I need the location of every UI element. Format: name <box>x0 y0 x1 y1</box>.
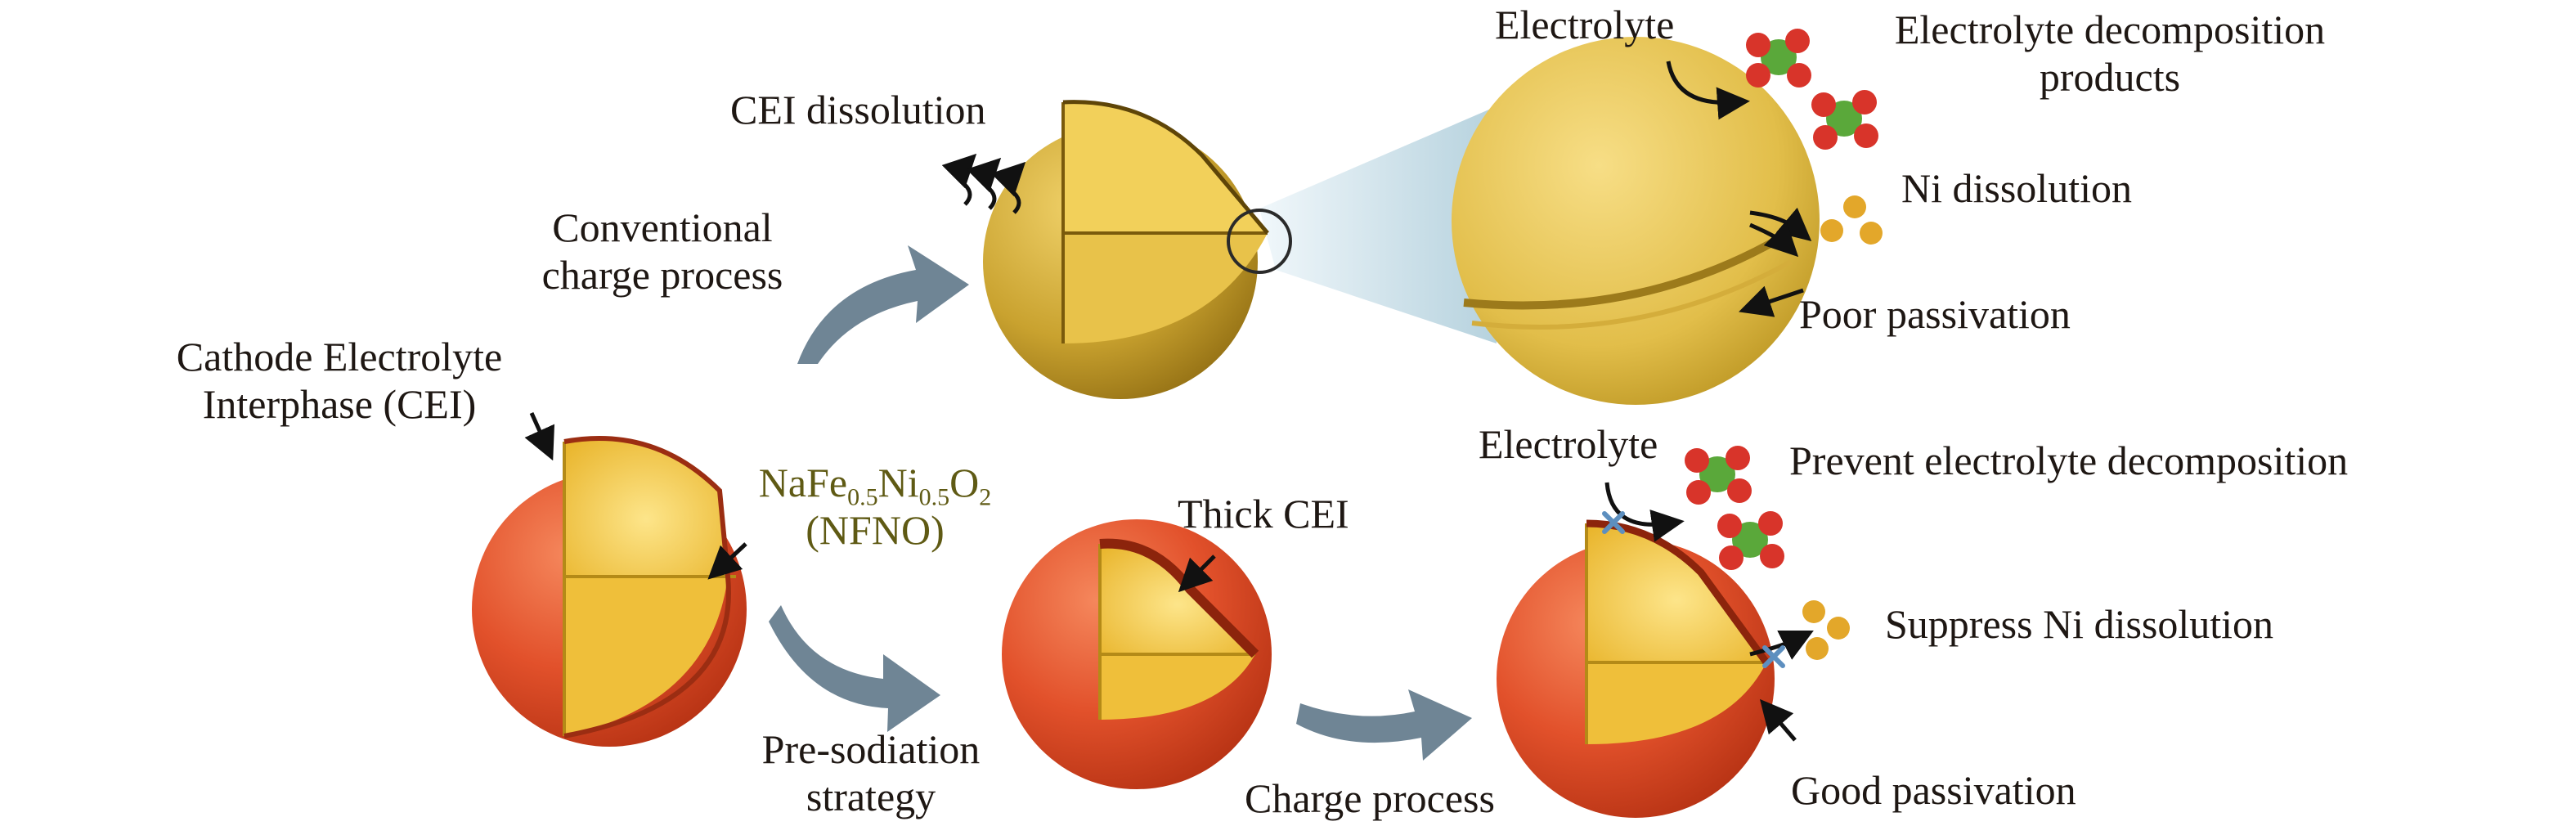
label-cei-line1: Cathode Electrolyte <box>176 334 503 379</box>
label-conventional-line2: charge process <box>541 251 783 298</box>
nickel-ion-icon <box>1802 600 1850 660</box>
label-ni-dissolution: Ni dissolution <box>1901 165 2132 211</box>
magnified-sphere <box>1452 37 1820 405</box>
molecule-icon <box>1746 29 1811 88</box>
label-conventional-line1: Conventional <box>552 204 773 250</box>
label-decomposition-line2: products <box>2039 53 2181 100</box>
label-nfno-abbrev: (NFNO) <box>806 506 945 553</box>
molecule-icon <box>1811 90 1878 150</box>
annotation-arrows <box>524 61 1814 742</box>
label-good-passivation: Good passivation <box>1791 767 2076 813</box>
process-arrow-icon <box>769 605 940 732</box>
label-nfno: NaFe0.5Ni0.5O2 (NFNO) <box>740 460 1010 554</box>
label-cei: Cathode Electrolyte Interphase (CEI) <box>168 334 511 428</box>
nickel-ion-icon <box>1820 195 1883 245</box>
process-arrow-icon <box>797 245 969 364</box>
formula-subscript: 0.5 <box>918 483 950 511</box>
molecule-icon <box>1685 446 1752 505</box>
label-suppress-ni: Suppress Ni dissolution <box>1885 601 2274 647</box>
formula-part: Ni <box>877 460 919 505</box>
label-poor-passivation: Poor passivation <box>1799 291 2071 337</box>
cathode-sphere <box>1002 519 1272 789</box>
label-prevent-decomposition: Prevent electrolyte decomposition <box>1789 438 2349 483</box>
cathode-sphere <box>472 436 747 747</box>
label-cei-line2: Interphase (CEI) <box>202 380 477 427</box>
label-thick-cei: Thick CEI <box>1178 491 1349 536</box>
label-cei-dissolution: CEI dissolution <box>730 87 986 132</box>
label-presodiation-line2: strategy <box>806 773 936 819</box>
label-nfno-formula: NaFe0.5Ni0.5O2 <box>740 460 1010 510</box>
formula-part: NaFe <box>758 460 848 505</box>
cathode-sphere <box>983 100 1292 399</box>
label-presodiation: Pre-sodiation strategy <box>728 726 1014 820</box>
label-charge-process: Charge process <box>1245 775 1495 821</box>
label-decomposition-line1: Electrolyte decomposition <box>1894 7 2326 52</box>
formula-part: O <box>949 460 980 505</box>
magnifier-beam <box>1259 106 1497 343</box>
label-electrolyte-top: Electrolyte <box>1495 2 1675 47</box>
formula-subscript: 2 <box>979 483 992 511</box>
label-electrolyte-bottom: Electrolyte <box>1479 421 1658 467</box>
label-presodiation-line1: Pre-sodiation <box>761 726 981 772</box>
dissolution-wave-icon <box>941 153 1026 214</box>
magnifier-circle-icon <box>1227 209 1292 274</box>
molecule-icon <box>1717 511 1784 570</box>
process-arrow-icon <box>1296 689 1472 761</box>
formula-subscript: 0.5 <box>847 483 878 511</box>
label-decomposition-products: Electrolyte decomposition products <box>1856 7 2363 101</box>
label-conventional: Conventional charge process <box>523 204 801 299</box>
blocked-x-icon <box>1602 511 1785 668</box>
